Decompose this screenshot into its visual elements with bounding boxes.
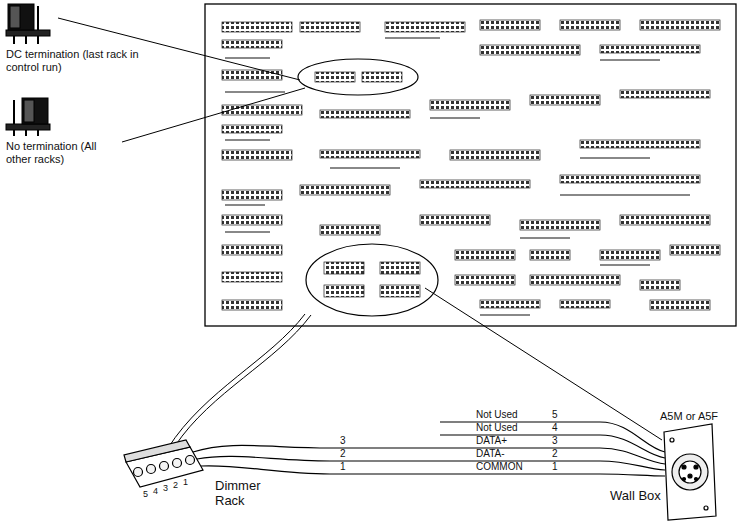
pin-number: 5 <box>143 490 148 499</box>
termination-note: DC termination (last rack in control run… <box>6 48 156 74</box>
jumper-illustration <box>6 4 50 44</box>
xlr-wall-plate <box>664 424 716 520</box>
pin-number: 4 <box>153 487 158 496</box>
pin-number: 3 <box>552 436 558 446</box>
terminal-block <box>124 440 203 487</box>
connector-type: A5M or A5F <box>660 410 718 422</box>
part-name: Wall Box <box>610 488 661 503</box>
wire-number: 1 <box>340 462 346 472</box>
circuit-board <box>205 4 736 326</box>
wire-number: 3 <box>340 436 346 446</box>
part-name: Dimmer Rack <box>215 478 265 508</box>
termination-note: No termination (All other racks) <box>6 140 118 166</box>
pin-number: 4 <box>552 423 558 433</box>
jumper-illustration <box>6 98 50 136</box>
signal-name: COMMON <box>476 462 523 472</box>
signal-name: Not Used <box>476 410 518 420</box>
pin-number: 1 <box>552 462 558 472</box>
pin-number: 5 <box>552 410 558 420</box>
pin-number: 2 <box>173 481 178 490</box>
pin-number: 1 <box>183 478 188 487</box>
signal-name: DATA- <box>476 449 505 459</box>
pin-number: 3 <box>163 484 168 493</box>
wire <box>193 422 665 476</box>
pin-number: 2 <box>552 449 558 459</box>
signal-name: Not Used <box>476 423 518 433</box>
signal-name: DATA+ <box>476 436 507 446</box>
wire-number: 2 <box>340 449 346 459</box>
leader-line <box>58 18 662 448</box>
